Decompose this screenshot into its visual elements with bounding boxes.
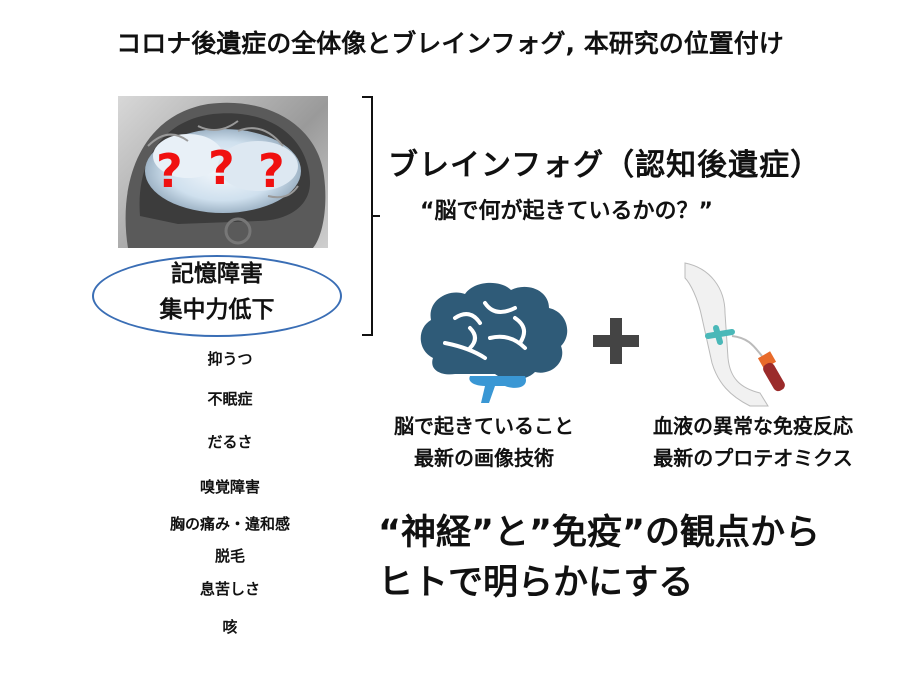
symptom-item: 息苦しさ [199,580,260,598]
symptom-item: 咳 [222,618,238,636]
brain-fog-photo: ? ? ? [118,96,328,248]
symptom-item: 脱毛 [214,547,245,565]
question-mark-3: ? [258,144,285,198]
symptom-item: 不眠症 [207,390,253,408]
page-title: コロナ後遺症の全体像とブレインフォグ, 本研究の位置付け [116,29,784,58]
symptom-concentration: 集中力低下 [159,297,275,323]
conclusion-line2: ヒトで明らかにする [378,563,694,603]
plus-icon [593,318,639,364]
symptom-item: 胸の痛み・違和感 [169,515,290,533]
brain-approach-line1: 脳で起きていること [394,414,574,438]
symptom-memory: 記憶障害 [171,261,263,287]
blood-approach-line2: 最新のプロテオミクス [653,446,853,470]
brain-fog-heading: ブレインフォグ（認知後遺症） [388,148,822,183]
symptom-item: 嗅覚障害 [199,478,260,496]
brain-fog-question: “脳で何が起きているかの？” [420,199,713,224]
blood-approach-caption: 血液の異常な免疫反応 最新のプロテオミクス [622,410,884,474]
core-symptoms-ellipse [92,255,342,337]
core-symptoms: 記憶障害 集中力低下 [92,256,342,328]
blood-draw-arm-icon [684,262,785,407]
brain-icon [420,282,568,403]
question-mark-2: ? [208,141,235,195]
brain-approach-line2: 最新の画像技術 [414,446,554,470]
brain-approach-caption: 脳で起きていること 最新の画像技術 [368,410,600,474]
right-bracket-icon [362,96,380,336]
head-silhouette-icon [125,102,326,248]
blood-approach-line1: 血液の異常な免疫反応 [653,414,853,438]
conclusion-line1: “神経”と”免疫”の観点から [378,513,821,553]
symptom-item: だるさ [207,433,253,451]
conclusion: “神経”と”免疫”の観点から ヒトで明らかにする [378,508,820,608]
question-mark-1: ? [156,144,183,198]
symptom-item: 抑うつ [207,350,253,368]
